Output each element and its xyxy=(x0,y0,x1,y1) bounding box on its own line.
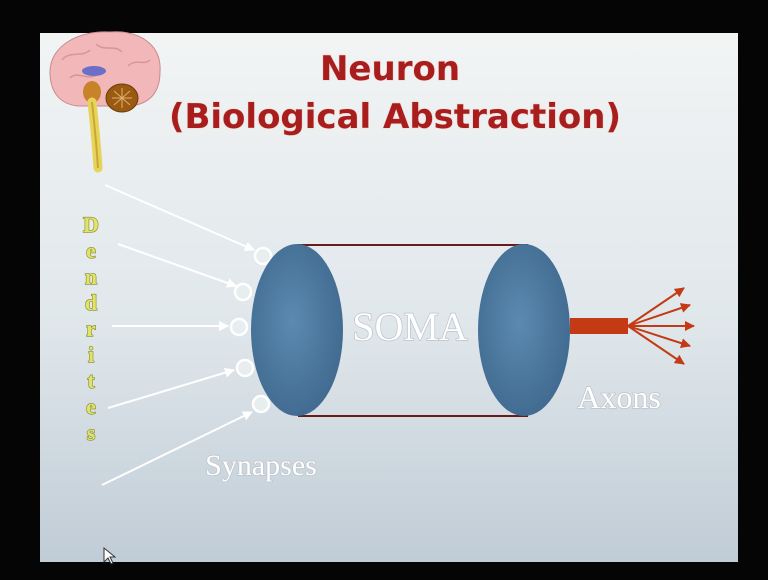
synapse-circle xyxy=(235,284,251,300)
dendrites-letter: r xyxy=(86,316,96,341)
dendrites-letter: D xyxy=(83,212,99,237)
dendrites-letter: e xyxy=(86,394,96,419)
synapses-label: Synapses xyxy=(205,449,317,482)
dendrites-letter: s xyxy=(87,420,96,445)
title-line-1: Neuron xyxy=(320,49,460,89)
dendrites-letter: d xyxy=(85,290,97,315)
soma-label: SOMA xyxy=(352,304,468,349)
dendrites-letter: t xyxy=(87,368,95,393)
title-line-2: (Biological Abstraction) xyxy=(169,97,621,137)
dendrites-letter: e xyxy=(86,238,96,263)
dendrites-letter: n xyxy=(85,264,97,289)
soma-left-ellipse xyxy=(251,244,343,416)
axons-label: Axons xyxy=(577,379,661,415)
axon-trunk xyxy=(570,318,628,334)
synapse-circle xyxy=(237,360,253,376)
synapse-circle xyxy=(253,396,269,412)
synapse-circle xyxy=(255,248,271,264)
soma-right-ellipse xyxy=(478,244,570,416)
dendrites-letter: i xyxy=(88,342,94,367)
synapse-circle xyxy=(231,319,247,335)
